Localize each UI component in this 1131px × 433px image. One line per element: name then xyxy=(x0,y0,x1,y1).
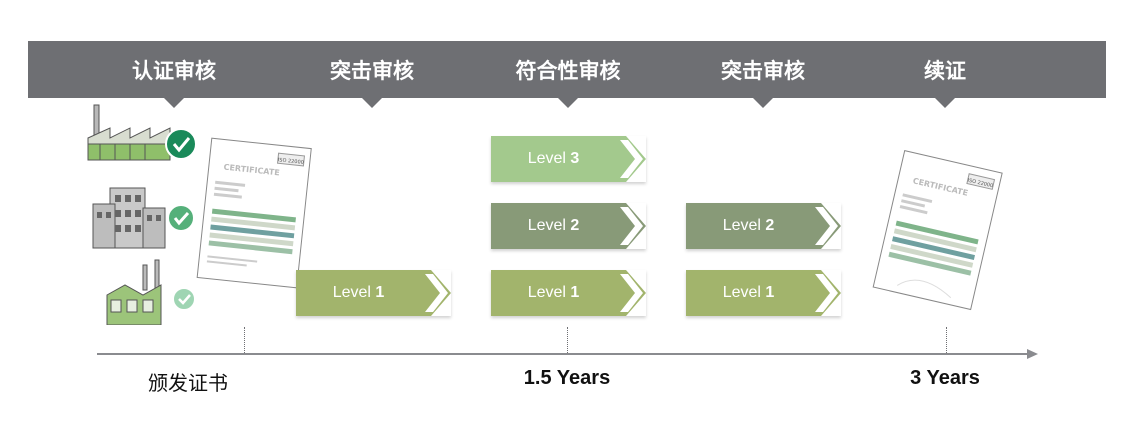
certificate-icon: ISO 22000 CERTIFICATE xyxy=(196,137,312,289)
level-3-chevron: Level 3 xyxy=(491,136,646,182)
level-1-chevron: Level 1 xyxy=(491,270,646,316)
chevron-arrow-icon xyxy=(616,203,646,249)
factory-chimney-icon xyxy=(106,259,162,325)
chevron-arrow-icon xyxy=(616,136,646,182)
milestone-1-5-years: 1.5 Years xyxy=(523,367,611,389)
stage-pointer xyxy=(361,97,383,108)
factory-building-icon xyxy=(92,187,166,249)
timeline-axis xyxy=(97,353,1027,355)
stage-pointer xyxy=(752,97,774,108)
stage-certification-audit: 认证审核 xyxy=(132,58,216,83)
chevron-arrow-icon xyxy=(811,270,841,316)
milestone-certificate-issued: 颁发证书 xyxy=(148,371,228,395)
certificate-icon-renewal: ISO 22000 CERTIFICATE xyxy=(872,150,1003,311)
timeline-tick xyxy=(946,327,947,353)
timeline-tick xyxy=(244,327,245,353)
svg-text:ISO 22000: ISO 22000 xyxy=(967,178,994,190)
chevron-arrow-icon xyxy=(616,270,646,316)
stage-renewal: 续证 xyxy=(924,58,966,83)
level-2-chevron: Level 2 xyxy=(686,203,841,249)
level-2-chevron: Level 2 xyxy=(491,203,646,249)
check-icon xyxy=(167,204,195,232)
level-1-chevron: Level 1 xyxy=(686,270,841,316)
stage-header-band xyxy=(28,41,1106,98)
factory-sawtooth-icon xyxy=(87,104,171,161)
check-icon xyxy=(172,287,196,311)
chevron-arrow-icon xyxy=(811,203,841,249)
milestone-3-years: 3 Years xyxy=(910,367,980,389)
svg-text:ISO 22000: ISO 22000 xyxy=(277,157,304,166)
stage-surprise-audit-2: 突击审核 xyxy=(721,58,805,83)
stage-pointer xyxy=(557,97,579,108)
factories-illustration xyxy=(87,104,197,325)
stage-compliance-audit: 符合性审核 xyxy=(515,58,621,83)
level-1-chevron: Level 1 xyxy=(296,270,451,316)
stage-surprise-audit-1: 突击审核 xyxy=(330,58,414,83)
check-icon xyxy=(165,128,197,160)
timeline-tick xyxy=(567,327,568,353)
chevron-arrow-icon xyxy=(421,270,451,316)
stage-pointer xyxy=(163,97,185,108)
stage-pointer xyxy=(934,97,956,108)
timeline-arrow-icon xyxy=(1027,349,1038,359)
